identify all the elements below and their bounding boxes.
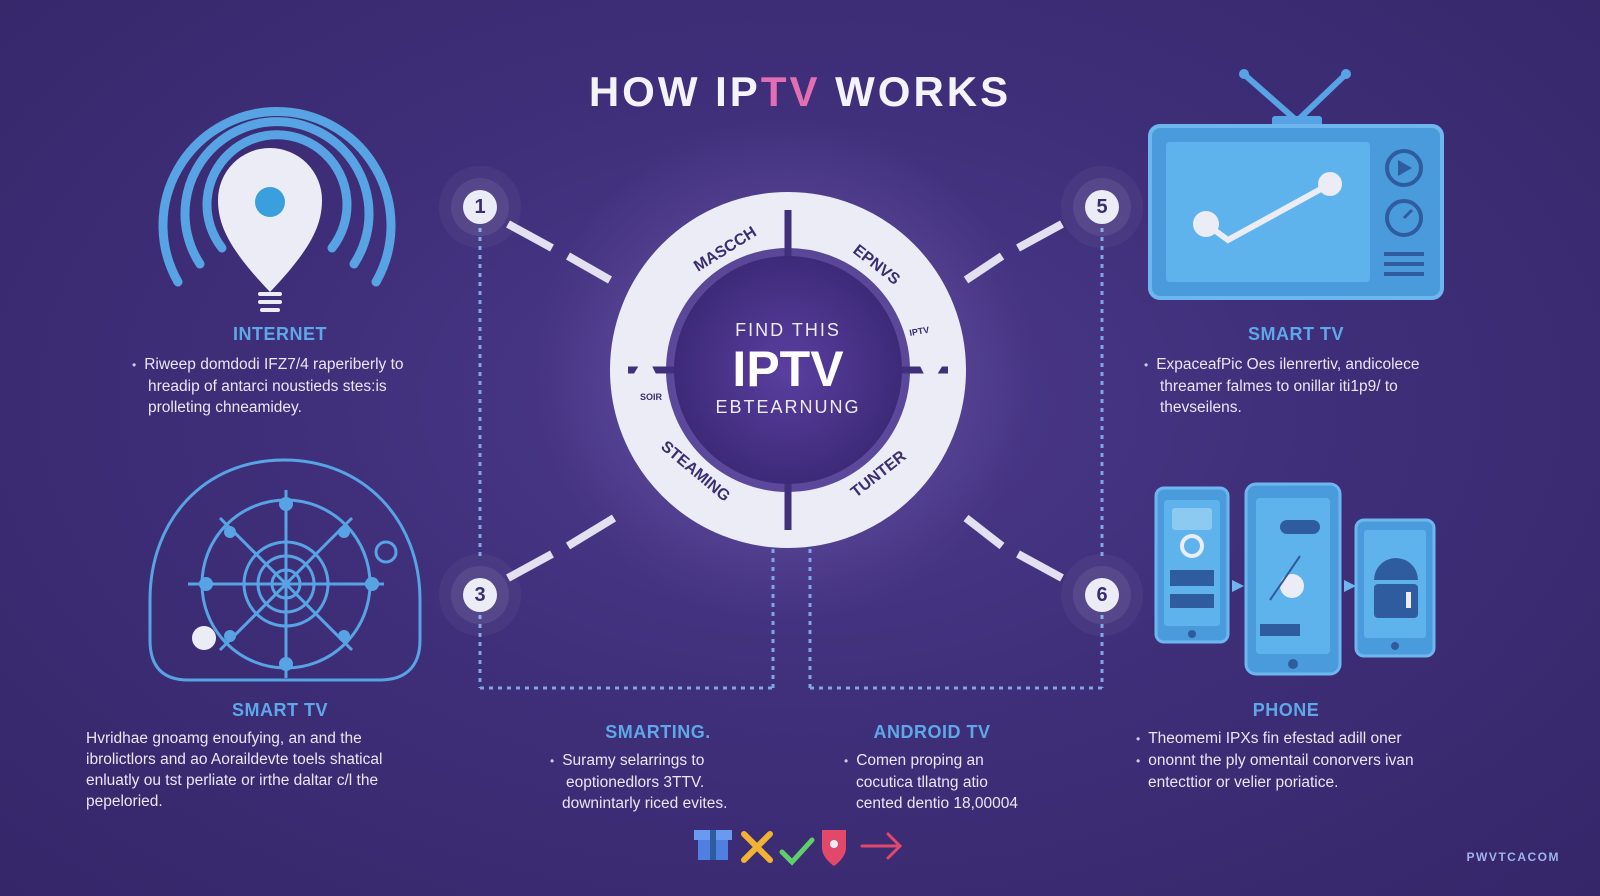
network-globe-icon (148, 458, 422, 682)
smart-tv-top-line: ExpaceafPic Oes ilenrertiv, andicolece (1144, 354, 1419, 376)
ring-label-left-small: SOIR (640, 392, 663, 402)
android-tv-line: cented dentio 18,00004 (856, 795, 1019, 812)
smart-tv-bottom-line: ibrolictlors and ao Aoraildevte toels sh… (86, 751, 383, 768)
connector-bars (506, 220, 1064, 582)
smarting-line: eoptionedlors 3TTV. (566, 774, 705, 791)
dotted-guides (478, 228, 1104, 690)
internet-line: prolleting chneamidey. (148, 399, 302, 416)
ring-label-right-small: IPTV (909, 325, 930, 338)
internet-heading: INTERNET (233, 324, 327, 344)
step-node-6: 6 (1085, 578, 1119, 612)
android-tv-description: Comen proping an cocutica tllatng atio c… (844, 750, 1018, 814)
smart-tv-bottom-heading: SMART TV (232, 700, 328, 720)
phone-heading: PHONE (1252, 700, 1320, 720)
center-core (674, 256, 902, 484)
phone-line: ononnt the ply omentail conorvers ivan (1136, 750, 1413, 772)
footer-url: PWVTCACOM (1466, 850, 1560, 864)
devices-icon (1154, 482, 1436, 676)
center-ring (610, 192, 966, 548)
phone-line: Theomemi IPXs fin efestad adill oner (1136, 728, 1414, 750)
center-top-text: FIND THIS (735, 320, 841, 340)
smart-tv-top-description: ExpaceafPic Oes ilenrertiv, andicolece t… (1144, 354, 1419, 418)
internet-line: hreadip of antarci noustieds stes:is (148, 378, 387, 395)
android-tv-line: cocutica tllatng atio (856, 774, 988, 791)
gift-box-icon (694, 830, 732, 860)
smart-tv-top-heading: SMART TV (1248, 324, 1344, 344)
android-tv-heading: ANDROID TV (873, 722, 991, 742)
center-bottom-text: EBTEARNUNG (715, 397, 861, 417)
internet-description: Riweep domdodi IFZ7/4 raperiberly to hre… (132, 354, 403, 418)
checkmark-icon (779, 837, 815, 866)
center-label: FIND THIS IPTV EBTEARNUNG (688, 320, 888, 418)
arrow-right-icon (860, 832, 903, 860)
smarting-description: Suramy selarrings to eoptionedlors 3TTV.… (550, 750, 727, 814)
phone-description: Theomemi IPXs fin efestad adill oner ono… (1136, 728, 1414, 793)
smarting-line: Suramy selarrings to (550, 750, 727, 772)
retro-tv-icon (1148, 69, 1444, 300)
step-node-1: 1 (463, 190, 497, 224)
smarting-line: downintarly riced evites. (562, 795, 728, 812)
internet-line: Riweep domdodi IFZ7/4 raperiberly to (132, 354, 403, 376)
step-node-5: 5 (1085, 190, 1119, 224)
title-prefix: HOW IP (588, 68, 761, 115)
smarting-heading: SMARTING. (605, 722, 711, 742)
smart-tv-bottom-line: Hvridhae gnoamg enoufying, an and the (86, 730, 362, 747)
phone-line: entecttior or velier poriatice. (1148, 774, 1339, 791)
center-main-text: IPTV (732, 341, 844, 397)
page-title: HOW IPTV WORKS (0, 68, 1600, 116)
smart-tv-bottom-line: pepeloried. (86, 793, 163, 810)
title-suffix: WORKS (820, 68, 1012, 115)
shield-icon (822, 830, 846, 866)
smart-tv-bottom-description: Hvridhae gnoamg enoufying, an and the ib… (86, 728, 382, 812)
tools-icon (741, 831, 773, 863)
android-tv-line: Comen proping an (844, 750, 1018, 772)
smart-tv-top-line: threamer falmes to onillar iti1p9/ to (1160, 378, 1398, 395)
smart-tv-top-line: thevseilens. (1160, 399, 1242, 416)
smart-tv-bottom-line: enluatly ou tst perliate or irthe daltar… (86, 772, 379, 789)
title-accent: TV (760, 68, 821, 115)
step-node-3: 3 (463, 578, 497, 612)
wifi-bulb-icon (158, 106, 396, 312)
